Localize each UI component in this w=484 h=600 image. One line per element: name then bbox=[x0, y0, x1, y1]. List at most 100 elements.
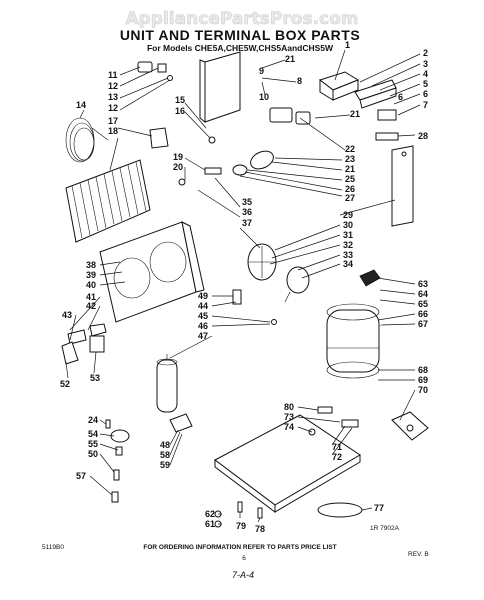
callout-30: 30 bbox=[343, 220, 353, 230]
leader-lines bbox=[65, 49, 421, 525]
callout-29: 29 bbox=[343, 210, 353, 220]
callout-23: 23 bbox=[345, 154, 355, 164]
callout-47: 47 bbox=[198, 331, 208, 341]
callout-46: 46 bbox=[198, 321, 208, 331]
callout-18: 18 bbox=[108, 126, 118, 136]
callout-21c: 21 bbox=[345, 164, 355, 174]
callout-3: 3 bbox=[423, 59, 428, 69]
callout-59: 59 bbox=[160, 460, 170, 470]
callout-34: 34 bbox=[343, 259, 353, 269]
knob-icon bbox=[375, 109, 399, 141]
callout-64: 64 bbox=[418, 289, 428, 299]
callout-36: 36 bbox=[242, 207, 252, 217]
relay-block-icon bbox=[318, 71, 360, 101]
callout-2: 2 bbox=[423, 48, 428, 58]
callout-67: 67 bbox=[418, 319, 428, 329]
callout-42: 42 bbox=[86, 301, 96, 311]
bracket-icon bbox=[178, 167, 222, 186]
callout-62: 62 bbox=[205, 509, 215, 519]
footer-left-code: 5119B0 bbox=[42, 544, 64, 551]
callout-52: 52 bbox=[60, 379, 70, 389]
callout-16: 16 bbox=[175, 106, 185, 116]
callout-53: 53 bbox=[90, 373, 100, 383]
drawing-code: 1R 7902A bbox=[370, 525, 400, 532]
clamp-bracket-icon bbox=[137, 61, 173, 81]
callout-21b: 21 bbox=[350, 109, 360, 119]
terminal-box bbox=[199, 51, 241, 124]
callout-25: 25 bbox=[345, 174, 355, 184]
callout-55: 55 bbox=[88, 439, 98, 449]
mounting-bracket-icon bbox=[149, 127, 169, 149]
callout-50: 50 bbox=[88, 449, 98, 459]
gasket-icon bbox=[317, 502, 363, 518]
callout-32: 32 bbox=[343, 240, 353, 250]
callout-65: 65 bbox=[418, 299, 428, 309]
callout-12: 12 bbox=[108, 81, 118, 91]
callout-40: 40 bbox=[86, 280, 96, 290]
callout-78: 78 bbox=[255, 524, 265, 534]
callout-61: 61 bbox=[205, 519, 215, 529]
callout-12b: 12 bbox=[108, 103, 118, 113]
callout-31: 31 bbox=[343, 230, 353, 240]
callout-33: 33 bbox=[343, 250, 353, 260]
callout-39: 39 bbox=[86, 270, 96, 280]
callout-72: 72 bbox=[332, 452, 342, 462]
accumulator-icon bbox=[156, 354, 178, 413]
capacitor-clip-icon bbox=[61, 335, 105, 365]
callout-10: 10 bbox=[259, 92, 269, 102]
callout-58: 58 bbox=[160, 450, 170, 460]
callout-54: 54 bbox=[88, 429, 98, 439]
fan-motor-icon bbox=[284, 266, 310, 303]
callout-26: 26 bbox=[345, 184, 355, 194]
fan-blade-icon bbox=[247, 243, 277, 281]
callout-22: 22 bbox=[345, 144, 355, 154]
callout-24: 24 bbox=[88, 415, 98, 425]
page-mark: 6 bbox=[242, 555, 246, 562]
capillary-tube-coil-icon bbox=[65, 117, 109, 163]
base-pan bbox=[214, 414, 361, 513]
callout-13: 13 bbox=[108, 92, 118, 102]
handwritten-note: 7-A-4 bbox=[232, 570, 254, 580]
callout-38: 38 bbox=[86, 260, 96, 270]
callout-43: 43 bbox=[62, 310, 72, 320]
callout-45: 45 bbox=[198, 311, 208, 321]
model-list: For Models CHE5A,CHE5W,CHS5AandCHS5W bbox=[147, 43, 334, 53]
overload-protector-icon bbox=[359, 269, 381, 287]
callout-66: 66 bbox=[418, 309, 428, 319]
callout-49: 49 bbox=[198, 291, 208, 301]
callout-57: 57 bbox=[76, 471, 86, 481]
callout-69: 69 bbox=[418, 375, 428, 385]
callout-68: 68 bbox=[418, 365, 428, 375]
callout-1: 1 bbox=[345, 40, 350, 50]
callout-79: 79 bbox=[236, 521, 246, 531]
callout-28: 28 bbox=[418, 131, 428, 141]
callout-71: 71 bbox=[332, 442, 342, 452]
callout-4: 4 bbox=[423, 69, 428, 79]
ordering-instruction: FOR ORDERING INFORMATION REFER TO PARTS … bbox=[143, 544, 336, 551]
callout-27: 27 bbox=[345, 193, 355, 203]
callout-6: 6 bbox=[423, 89, 428, 99]
fan-bracket-icon bbox=[67, 323, 107, 345]
callout-70: 70 bbox=[418, 385, 428, 395]
callout-80: 80 bbox=[284, 402, 294, 412]
callout-7: 7 bbox=[423, 100, 428, 110]
callout-73: 73 bbox=[284, 412, 294, 422]
callout-numbers: 1 2 3 4 5 6 7 28 6 21 8 9 10 11 12 13 12… bbox=[60, 40, 428, 534]
callout-44: 44 bbox=[198, 301, 208, 311]
service-valve-icon bbox=[169, 413, 193, 433]
grommet-icon bbox=[232, 289, 277, 325]
capacitor-icon bbox=[232, 150, 274, 176]
callout-63: 63 bbox=[418, 279, 428, 289]
fan-shroud bbox=[99, 221, 205, 323]
watermark-text: AppliancePartsPros.com bbox=[125, 9, 358, 29]
callout-6b: 6 bbox=[398, 92, 403, 102]
callout-21a: 21 bbox=[285, 54, 295, 64]
diagram-title: UNIT AND TERMINAL BOX PARTS bbox=[120, 27, 360, 43]
callout-19: 19 bbox=[173, 152, 183, 162]
thermostat-icon bbox=[208, 107, 311, 144]
callout-14: 14 bbox=[76, 100, 86, 110]
callout-5: 5 bbox=[423, 79, 428, 89]
callout-8: 8 bbox=[297, 76, 302, 86]
callout-15: 15 bbox=[175, 95, 185, 105]
